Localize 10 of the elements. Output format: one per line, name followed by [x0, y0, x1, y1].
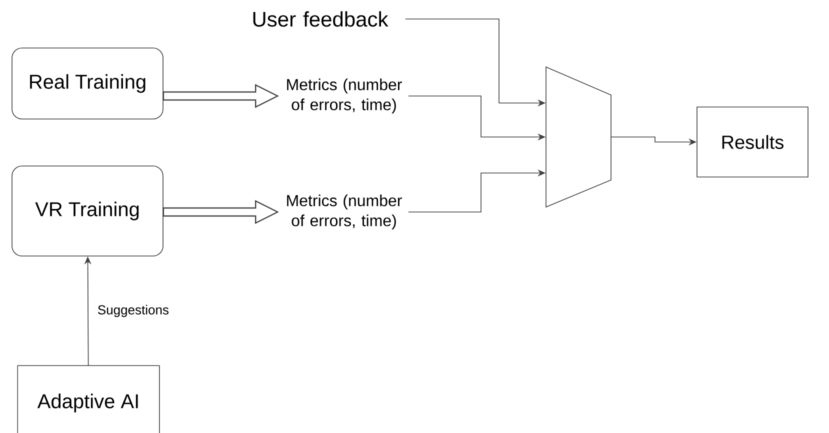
text-label: User feedback	[253, 11, 388, 27]
process-box: Results	[696, 106, 808, 178]
process-box: Real Training	[12, 48, 164, 120]
edge-label: Suggestions	[98, 304, 168, 318]
text-label: Metrics (number of errors, time)	[287, 194, 402, 230]
hollow-arrow	[162, 84, 279, 108]
text-label: Metrics (number of errors, time)	[287, 78, 402, 114]
process-box: Adaptive AI	[17, 365, 160, 433]
hollow-arrow	[162, 200, 279, 224]
process-box: VR Training	[12, 166, 164, 256]
